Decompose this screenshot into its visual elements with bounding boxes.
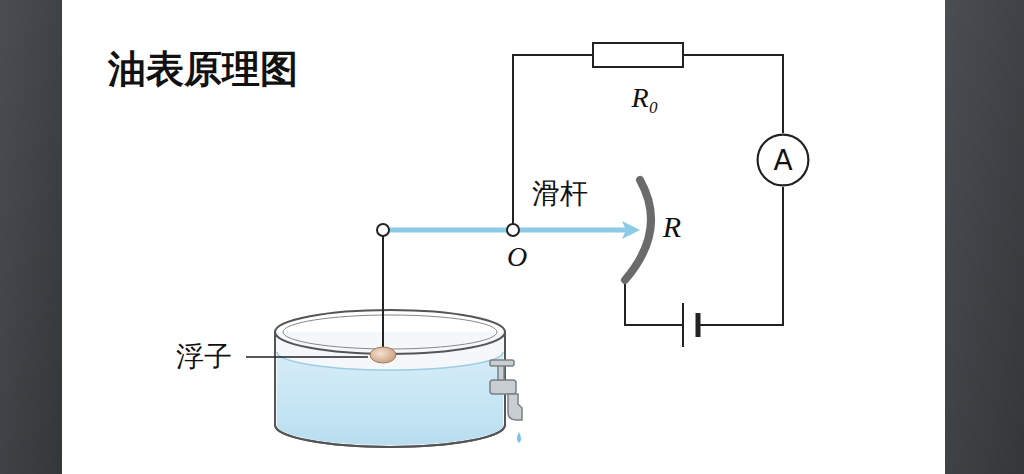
float-leader-line [246, 356, 368, 358]
circuit-wires [513, 55, 783, 325]
resistor-symbol [593, 43, 683, 67]
left-border [0, 0, 62, 474]
slide-bar-arrowhead [622, 221, 640, 239]
pivot-o [507, 224, 519, 236]
rheostat-label: R [663, 212, 681, 242]
float [370, 347, 396, 363]
ammeter-letter: A [773, 144, 792, 177]
tank [275, 310, 505, 447]
node-texts: A [756, 133, 810, 187]
pivot-label: O [507, 243, 527, 271]
ammeter-outline [758, 135, 809, 186]
float-label: 浮子 [176, 343, 232, 371]
float-rod [382, 236, 384, 349]
right-border [945, 0, 1024, 474]
water-drop [517, 432, 521, 443]
resistor-label: R₀ [632, 84, 659, 112]
lever-end-pin [377, 224, 389, 236]
ammeter-symbol: A [756, 133, 810, 187]
battery-symbol [683, 303, 698, 347]
faucet [490, 360, 522, 420]
diagram-title: 油表原理图 [108, 50, 298, 88]
slide-bar-label: 滑杆 [532, 180, 588, 208]
